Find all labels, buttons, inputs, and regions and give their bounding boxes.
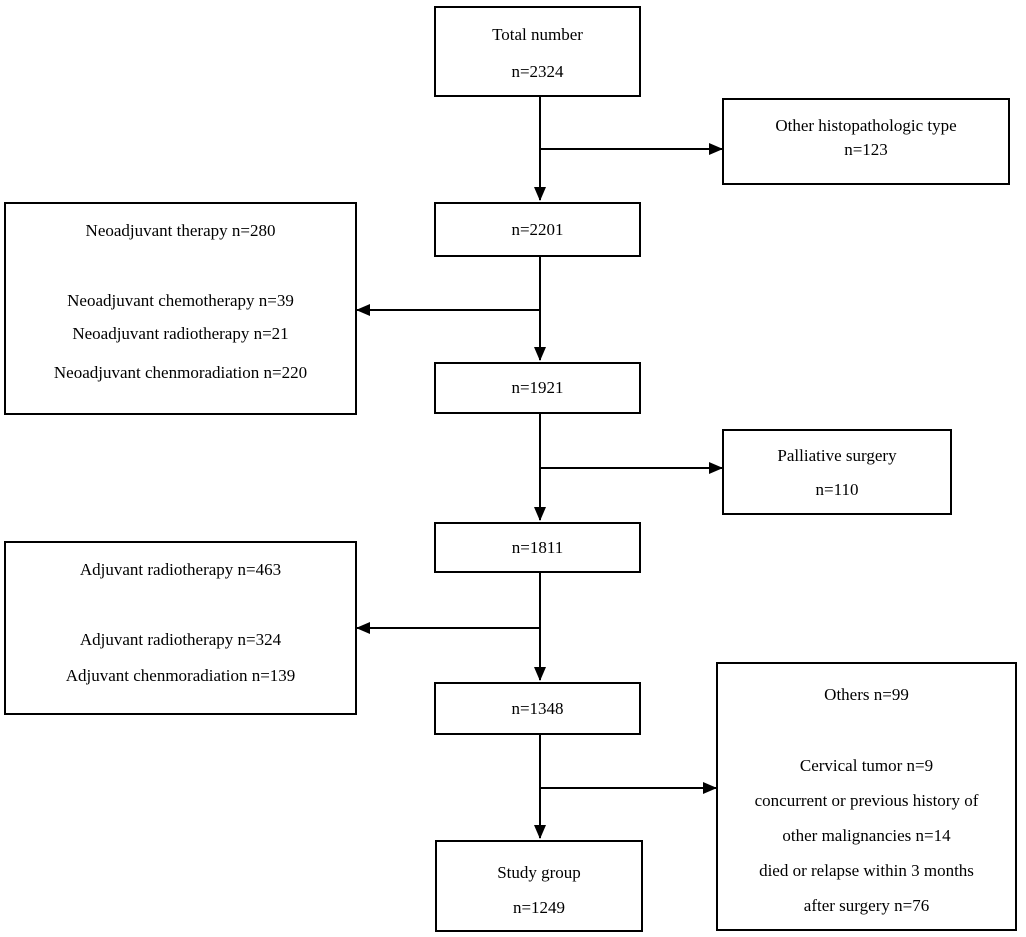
count-1348-label: n=1348 [511,699,564,718]
others-item: died or relapse within 3 months [759,861,974,880]
others-item: concurrent or previous history of [754,791,979,810]
adjuvant-item: Adjuvant chenmoradiation n=139 [65,666,296,685]
others-item: other malignancies n=14 [782,826,951,845]
count-1921-box: n=1921 [434,362,641,414]
histopathologic-type-box: Other histopathologic type n=123 [722,98,1010,185]
study-group-box: Study group n=1249 [435,840,643,932]
histopathologic-type-label: Other histopathologic type [775,116,957,135]
total-number-count: n=2324 [511,62,564,81]
histopathologic-type-count: n=123 [844,140,888,159]
count-1811-label: n=1811 [511,538,564,557]
total-number-box: Total number n=2324 [434,6,641,97]
others-box: Others n=99 Cervical tumor n=9 concurren… [716,662,1017,931]
others-title: Others n=99 [824,685,909,704]
study-group-label: Study group [497,863,581,882]
neoadjuvant-item: Neoadjuvant chenmoradiation n=220 [53,363,308,382]
palliative-surgery-count: n=110 [815,480,859,499]
neoadjuvant-therapy-box: Neoadjuvant therapy n=280 Neoadjuvant ch… [4,202,357,415]
adjuvant-radiotherapy-title: Adjuvant radiotherapy n=463 [79,560,282,579]
count-2201-label: n=2201 [511,220,564,239]
palliative-surgery-label: Palliative surgery [777,446,897,465]
total-number-label: Total number [492,25,583,44]
others-item: after surgery n=76 [803,896,930,915]
count-1348-box: n=1348 [434,682,641,735]
count-2201-box: n=2201 [434,202,641,257]
others-item: Cervical tumor n=9 [799,756,934,775]
count-1811-box: n=1811 [434,522,641,573]
neoadjuvant-item: Neoadjuvant chemotherapy n=39 [67,291,294,310]
neoadjuvant-item: Neoadjuvant radiotherapy n=21 [72,324,289,343]
count-1921-label: n=1921 [511,378,564,397]
adjuvant-item: Adjuvant radiotherapy n=324 [79,630,282,649]
palliative-surgery-box: Palliative surgery n=110 [722,429,952,515]
study-group-count: n=1249 [512,898,566,917]
adjuvant-radiotherapy-box: Adjuvant radiotherapy n=463 Adjuvant rad… [4,541,357,715]
neoadjuvant-therapy-title: Neoadjuvant therapy n=280 [85,221,276,240]
